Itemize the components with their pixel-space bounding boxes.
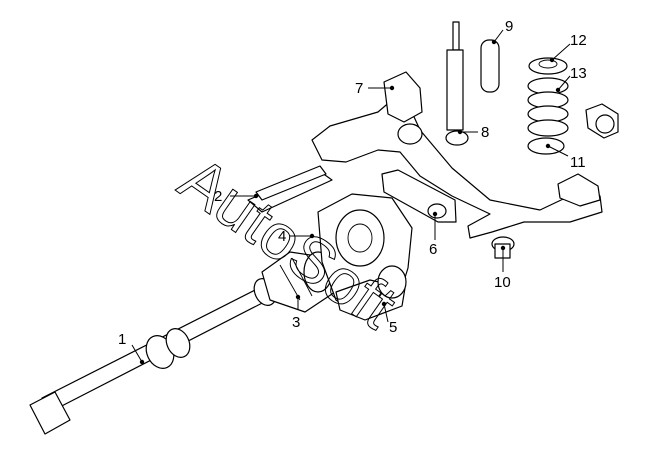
callout-2[interactable]: 2 <box>214 188 222 205</box>
callout-3[interactable]: 3 <box>292 314 300 331</box>
callout-6[interactable]: 6 <box>429 241 437 258</box>
callout-8[interactable]: 8 <box>481 124 489 141</box>
callout-7[interactable]: 7 <box>355 80 363 97</box>
spring-seat-part <box>528 57 568 75</box>
rear-subframe-part <box>311 71 603 239</box>
differential-housing-part <box>317 193 413 321</box>
callout-leaders <box>131 29 571 365</box>
coil-spring-part <box>527 77 569 137</box>
callout-9[interactable]: 9 <box>505 18 513 35</box>
callout-4[interactable]: 4 <box>278 228 286 245</box>
callout-10[interactable]: 10 <box>494 274 511 291</box>
callout-11[interactable]: 11 <box>570 154 586 171</box>
callout-5[interactable]: 5 <box>389 319 397 336</box>
mounting-bracket-part <box>247 165 333 213</box>
coupling-housing-part <box>261 251 339 313</box>
callout-12[interactable]: 12 <box>570 32 587 49</box>
callout-labels: 1 2 3 4 5 6 7 8 9 10 11 12 13 <box>118 18 587 348</box>
bump-stop-part <box>480 39 500 93</box>
bushing-part <box>585 103 619 139</box>
callout-1[interactable]: 1 <box>118 331 126 348</box>
drive-shaft-part <box>29 278 277 435</box>
shock-absorber-part <box>445 21 469 146</box>
differential-mount-part <box>381 169 457 223</box>
callout-13[interactable]: 13 <box>570 65 587 82</box>
